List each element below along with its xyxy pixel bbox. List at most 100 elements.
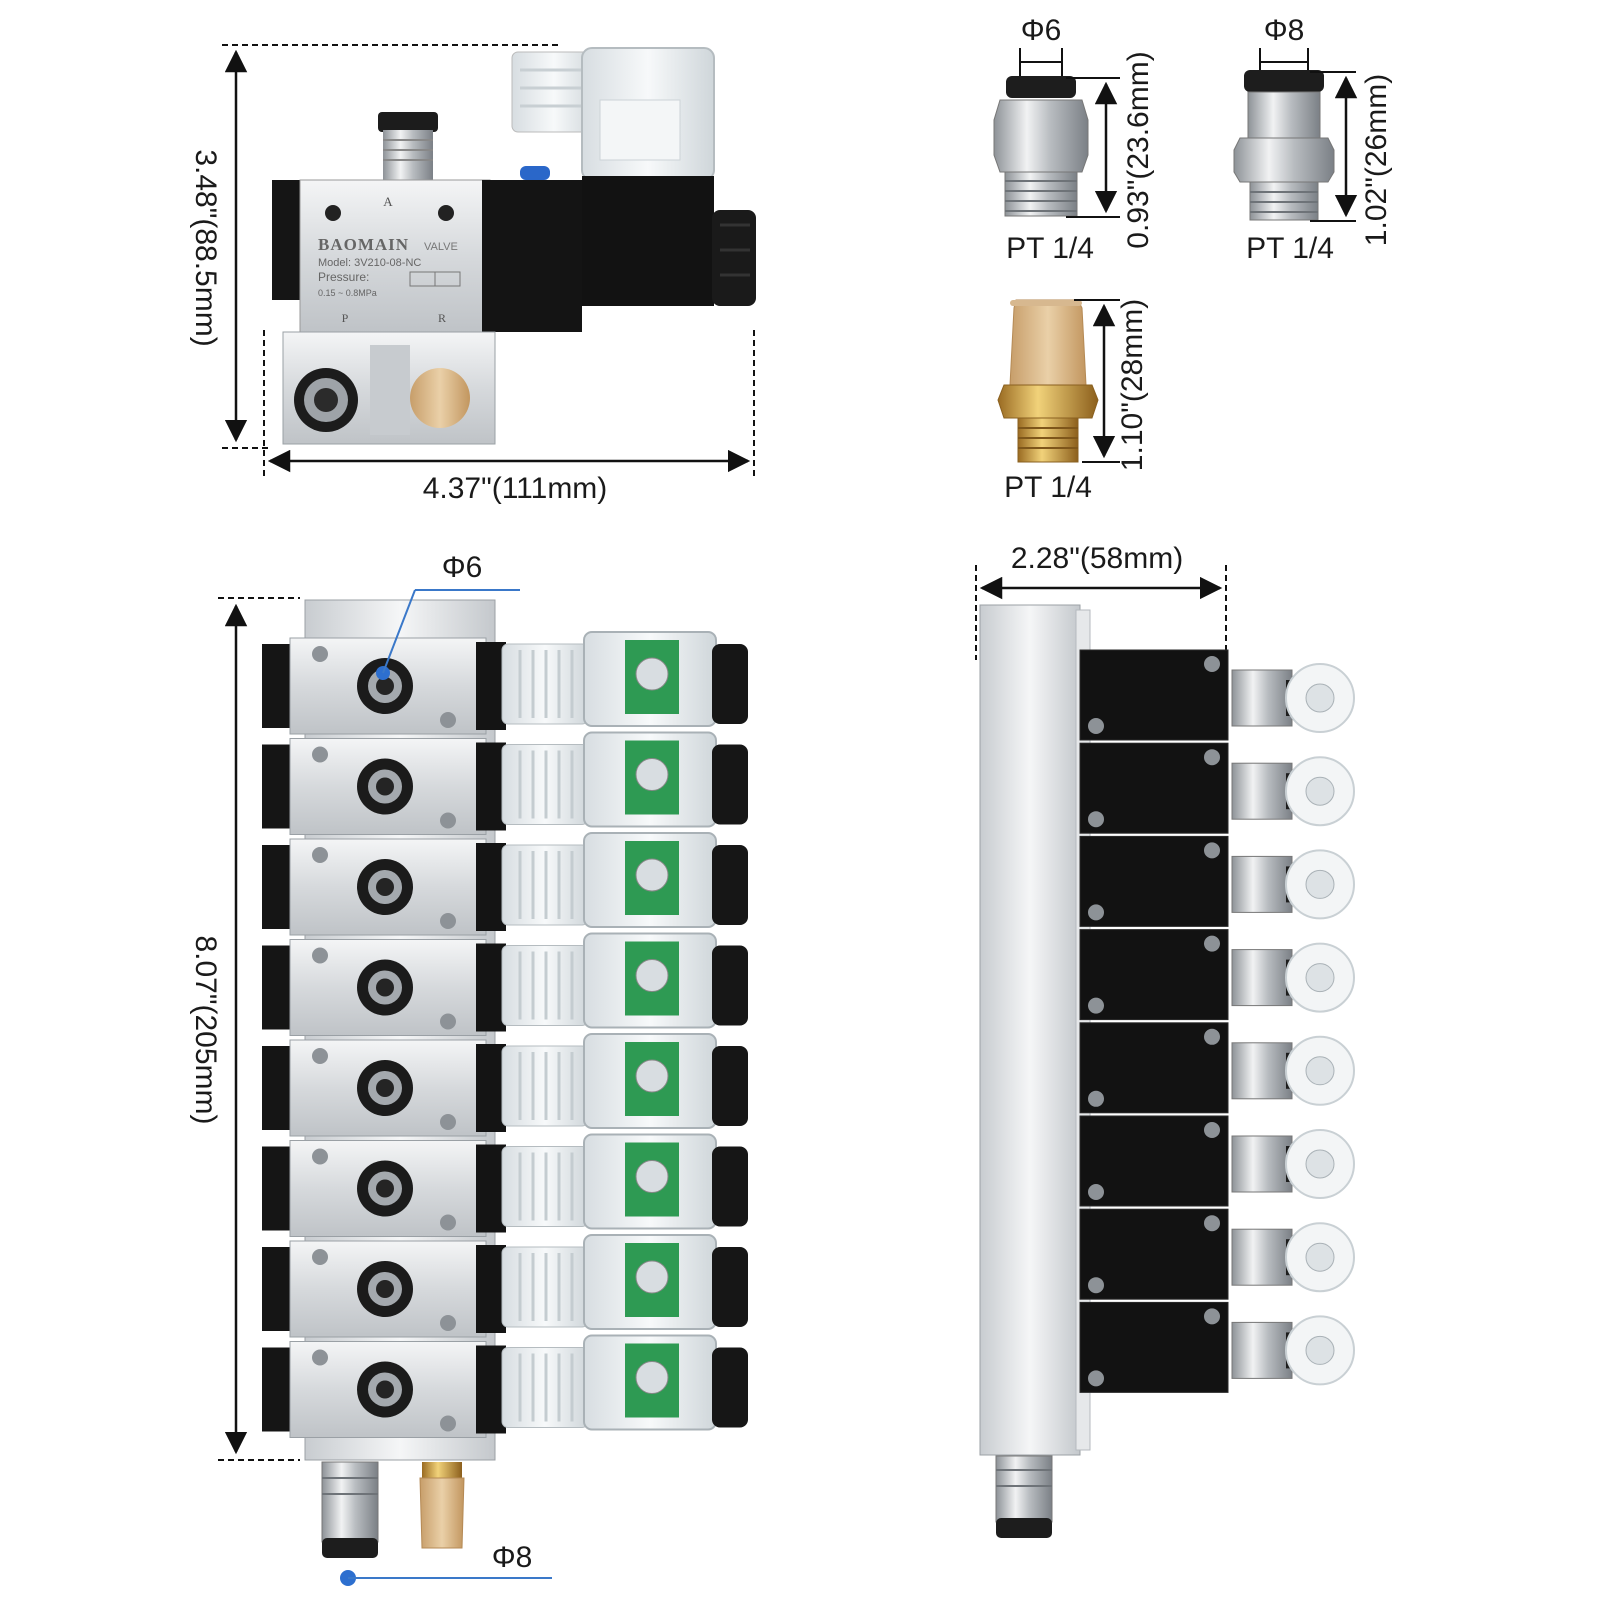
solenoid-coil-icon — [1079, 649, 1229, 741]
coil-base — [476, 1345, 506, 1434]
connector-screw — [635, 657, 669, 691]
fitting-body — [1231, 1135, 1293, 1193]
screw-icon — [440, 913, 456, 929]
muffler-icon — [997, 299, 1099, 463]
fitting-6mm-diameter-label: Φ6 — [1021, 14, 1062, 47]
valve-end-cap — [262, 945, 294, 1030]
fitting-body — [1231, 1228, 1293, 1286]
solenoid-coil-icon — [501, 832, 748, 928]
fitting-bore — [1305, 1149, 1335, 1179]
side-valve-unit — [1079, 1022, 1355, 1114]
fitting-bore — [1305, 1056, 1335, 1086]
outlet-port-hole — [376, 878, 394, 896]
cable-gland — [712, 644, 748, 724]
valve-end-cap — [262, 1247, 294, 1331]
fitting-bore — [1305, 776, 1335, 806]
manifold-width-label: 2.28"(58mm) — [1011, 542, 1183, 575]
front-valve-unit — [262, 1033, 748, 1137]
screw-icon — [1204, 656, 1220, 672]
fitting-6mm-thread-label: PT 1/4 — [1006, 232, 1094, 265]
valve-icon: A BAOMAIN VALVE Model: 3V210-08-NC Press… — [272, 166, 582, 333]
pressure-range-label: 0.15 ~ 0.8MPa — [318, 288, 377, 298]
coil-base — [476, 943, 506, 1032]
solenoid-coil-icon — [501, 1033, 748, 1129]
solenoid-coil-icon — [1079, 742, 1229, 834]
connector-screw — [635, 1059, 669, 1093]
outlet-diameter-label: Φ6 — [442, 551, 483, 584]
front-valve-stack — [262, 631, 748, 1438]
port-a-label: A — [383, 194, 393, 209]
screw-icon — [440, 1315, 456, 1331]
muffler: 1.10"(28mm) PT 1/4 — [997, 299, 1149, 504]
fitting-body — [1231, 1321, 1293, 1379]
push-fitting-icon — [1231, 1315, 1355, 1386]
screw-icon — [440, 1114, 456, 1130]
fittings-view: Φ6 0.93"(23.6mm) PT 1/4 Φ8 — [993, 14, 1393, 504]
solenoid-coil-icon — [501, 731, 748, 828]
solenoid-coil-icon — [1079, 1022, 1229, 1114]
push-fitting-icon — [378, 112, 438, 180]
push-fitting-icon — [1231, 756, 1355, 827]
valve-end-cap — [262, 644, 294, 728]
screw-icon — [440, 712, 456, 728]
outlet-port-hole — [376, 1380, 394, 1399]
valve-end-cap — [262, 845, 294, 929]
outlet-port-hole — [376, 1280, 394, 1298]
solenoid-coil-icon — [1079, 929, 1229, 1021]
push-fitting-icon — [1233, 70, 1335, 221]
valve-end-cap — [262, 744, 294, 829]
side-valve-unit — [1079, 929, 1355, 1021]
fitting-body — [1231, 669, 1293, 727]
solenoid-coil-icon — [1079, 835, 1229, 927]
side-valve-unit — [1079, 649, 1355, 741]
screw-icon — [312, 646, 328, 662]
side-valve-unit — [1079, 1301, 1355, 1393]
screw-icon — [1088, 1184, 1104, 1200]
front-valve-unit — [262, 731, 748, 835]
side-valve-unit — [1079, 1115, 1355, 1207]
side-valve-unit — [1079, 1208, 1355, 1300]
connector-screw — [635, 1361, 669, 1394]
solenoid-coil-icon — [501, 631, 748, 727]
screw-icon — [312, 947, 328, 964]
muffler-icon — [419, 1462, 465, 1549]
valve-word-label: VALVE — [424, 241, 458, 253]
push-fitting-icon — [321, 1461, 379, 1558]
coil-base — [476, 742, 506, 831]
screw-icon — [312, 847, 328, 863]
coil-base — [476, 1144, 506, 1233]
port-p-label: P — [342, 311, 349, 325]
port-r-label: R — [438, 311, 446, 325]
push-fitting-icon — [1231, 1129, 1355, 1199]
screw-icon — [1088, 718, 1104, 734]
screw-icon — [440, 1214, 456, 1231]
side-manifold-plate — [979, 604, 1081, 1456]
cable-gland — [712, 945, 748, 1026]
screw-icon — [312, 1048, 328, 1064]
screw-icon — [312, 1148, 328, 1165]
manifold-side-view: 2.28"(58mm) — [975, 542, 1355, 1538]
solenoid-coil-icon — [1079, 1208, 1229, 1300]
front-valve-unit — [262, 932, 748, 1036]
fitting-bore — [1305, 1242, 1335, 1272]
connector-screw — [635, 1160, 669, 1193]
push-fitting-icon — [1231, 1035, 1355, 1106]
coil-base — [476, 843, 506, 931]
fitting-body — [1231, 762, 1293, 820]
manifold-front-view: 8.07"(205mm) Φ6 Φ8 — [189, 551, 748, 1586]
valve-end-cap — [262, 1146, 294, 1231]
side-valve-unit — [1079, 742, 1355, 834]
cable-gland — [712, 1347, 748, 1428]
coil-base — [476, 642, 506, 730]
single-valve-height-label: 3.48"(88.5mm) — [189, 149, 222, 346]
screw-icon — [1204, 935, 1220, 952]
push-fitting-icon — [1231, 849, 1355, 920]
fitting-8mm: Φ8 1.02"(26mm) PT 1/4 — [1233, 14, 1393, 265]
front-valve-unit — [262, 1334, 748, 1438]
outlet-port-hole — [376, 777, 394, 796]
fitting-8mm-thread-label: PT 1/4 — [1246, 232, 1334, 265]
front-valve-unit — [262, 832, 748, 936]
screw-icon — [1088, 811, 1104, 828]
brand-label: BAOMAIN — [318, 235, 409, 254]
